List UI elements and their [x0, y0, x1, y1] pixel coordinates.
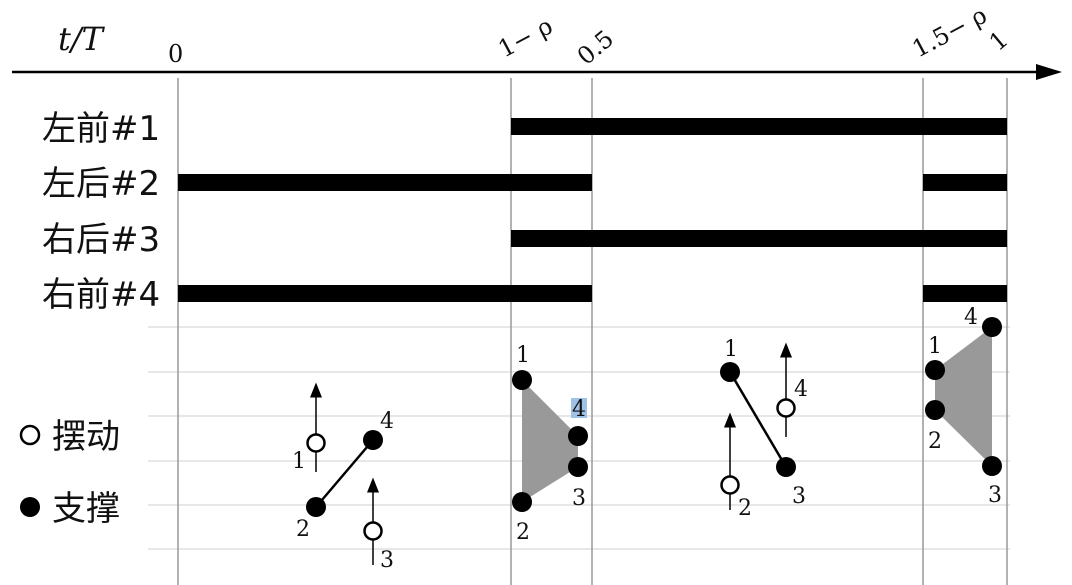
foot-label: 1: [928, 334, 942, 359]
leg-label-2: 左后#2: [42, 164, 160, 204]
foot-label: 2: [296, 517, 310, 542]
foot-label: 4: [380, 409, 394, 434]
foot-label: 4: [572, 397, 586, 422]
foot-label: 4: [964, 305, 978, 330]
foot-3-stance: [982, 456, 1002, 476]
foot-label: 3: [572, 486, 586, 511]
foot-label: 1: [292, 449, 306, 474]
foot-label: 1: [516, 343, 530, 368]
stance-link: [315, 439, 374, 508]
leg-label-4: 右前#4: [42, 275, 160, 315]
swing-legend-icon: [19, 424, 41, 446]
support-polygon: [935, 327, 992, 466]
foot-1-stance: [925, 360, 945, 380]
stance-link: [728, 371, 788, 468]
stance-legend-label: 支撑: [52, 489, 120, 529]
foot-4-stance: [363, 430, 383, 450]
foot-4-swing: [776, 398, 796, 418]
foot-3-stance: [568, 457, 588, 477]
tick-label-1-5-minus-rho: 1.5− ρ: [908, 1, 992, 63]
bar-leg3-a: [511, 230, 1007, 247]
tick-label-1: 1: [984, 25, 1014, 56]
foot-1-swing: [306, 433, 326, 453]
leg-label-3: 右后#3: [42, 220, 160, 260]
bar-leg2-b: [923, 174, 1007, 191]
foot-2-stance: [512, 492, 532, 512]
stance-bars: [178, 118, 1007, 302]
foot-label: 3: [988, 483, 1002, 508]
phase-lines: [177, 78, 1008, 585]
tick-label-0: 0: [168, 40, 183, 68]
time-axis-arrowhead: [1036, 64, 1062, 80]
foot-4-stance: [982, 317, 1002, 337]
foot-1-stance: [720, 362, 740, 382]
foot-4-stance: [568, 426, 588, 446]
tick-label-1-minus-rho: 1− ρ: [494, 12, 558, 64]
tick-label-0-5: 0.5: [572, 25, 619, 71]
bar-leg4-b: [923, 285, 1007, 302]
foot-label: 2: [738, 496, 752, 521]
bar-leg2-a: [178, 174, 592, 191]
axis-label: t/T: [58, 20, 106, 58]
foot-group-2: 1 4 3 2: [512, 343, 588, 545]
support-polygon: [522, 380, 578, 502]
foot-label: 2: [516, 520, 530, 545]
leg-label-1: 左前#1: [42, 109, 160, 149]
foot-label: 3: [380, 548, 394, 573]
highlight-box: [571, 398, 587, 418]
foot-1-stance: [512, 370, 532, 390]
foot-label: 2: [928, 429, 942, 454]
foot-label: 3: [792, 484, 806, 509]
foot-3-stance: [776, 457, 796, 477]
foot-3-swing: [363, 521, 383, 541]
bar-leg1-a: [511, 118, 1007, 135]
foot-group-1: 1 4 2 3: [292, 382, 394, 573]
bar-leg4-a: [178, 285, 592, 302]
foot-2-stance: [306, 497, 326, 517]
foot-group-3: 1 4 2 3: [720, 337, 808, 521]
foot-2-stance: [925, 400, 945, 420]
stance-legend-icon: [20, 497, 40, 517]
foot-group-4: 4 1 2 3: [925, 305, 1002, 508]
foot-2-swing: [720, 475, 740, 495]
foot-label: 1: [724, 337, 738, 362]
swing-legend-label: 摆动: [52, 417, 120, 457]
foot-label: 4: [794, 377, 808, 402]
